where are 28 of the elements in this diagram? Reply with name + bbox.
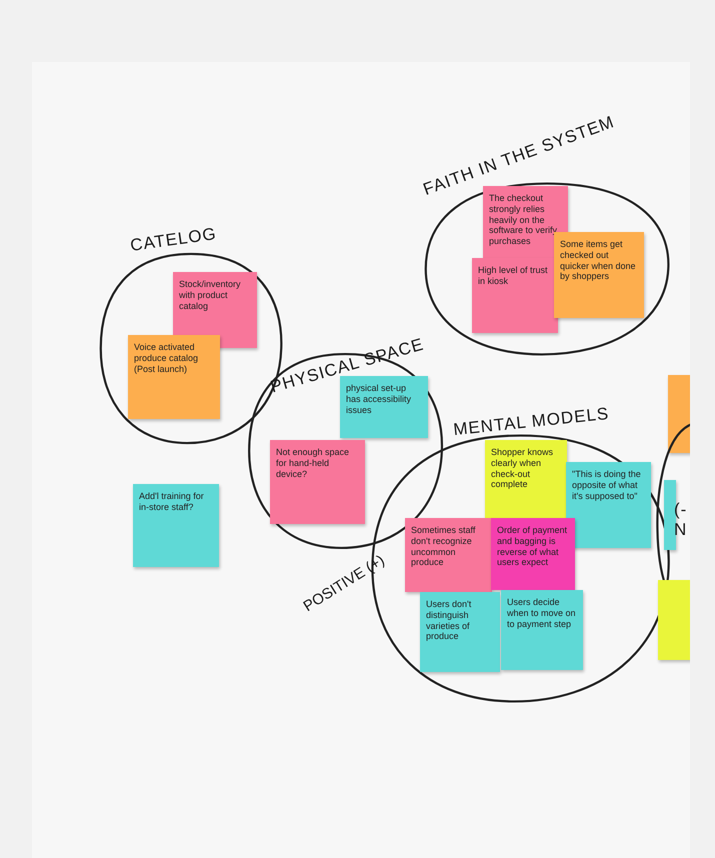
note-text: Voice activated produce catalog (Post launch) xyxy=(134,342,200,374)
sticky-note xyxy=(491,518,575,590)
note-text: Not enough space for hand-held device? xyxy=(276,447,350,480)
note-text: Order of payment and bagging is reverse of what users expect xyxy=(497,525,568,568)
note-text: Users decide when to move on to payment step xyxy=(507,597,577,630)
cluster-title: CATELOG xyxy=(129,224,218,256)
sticky-note xyxy=(566,462,651,548)
sticky-note xyxy=(270,440,365,524)
sticky-note xyxy=(664,480,676,550)
note-text: "This is doing the opposite of what it's supposed to" xyxy=(572,469,642,502)
sticky-note xyxy=(472,258,558,333)
note-text: Some items get checked out quicker when done by shoppers xyxy=(560,239,637,282)
note-text: Stock/inventory with product catalog xyxy=(179,279,242,312)
note-text: The checkout strongly relies heavily on the software to verify purchases xyxy=(489,193,558,247)
note-text: Sometimes staff don't recognize uncommon produce xyxy=(411,525,476,568)
sticky-note xyxy=(405,518,492,592)
cluster-title: MENTAL MODELS xyxy=(452,404,610,440)
sticky-note xyxy=(658,580,690,660)
sticky-note xyxy=(133,484,219,567)
note-text: Shopper knows clearly when check-out complete xyxy=(491,447,554,490)
note-text: Users don't distinguish varieties of produce xyxy=(426,599,472,642)
sticky-note xyxy=(420,592,500,672)
sticky-note xyxy=(485,440,567,518)
sticky-note xyxy=(128,335,220,419)
sticky-note xyxy=(501,590,583,670)
note-text: Add'l training for in-store staff? xyxy=(139,491,205,513)
note-text: High level of trust in kiosk xyxy=(478,265,549,287)
sticky-note xyxy=(668,375,690,453)
